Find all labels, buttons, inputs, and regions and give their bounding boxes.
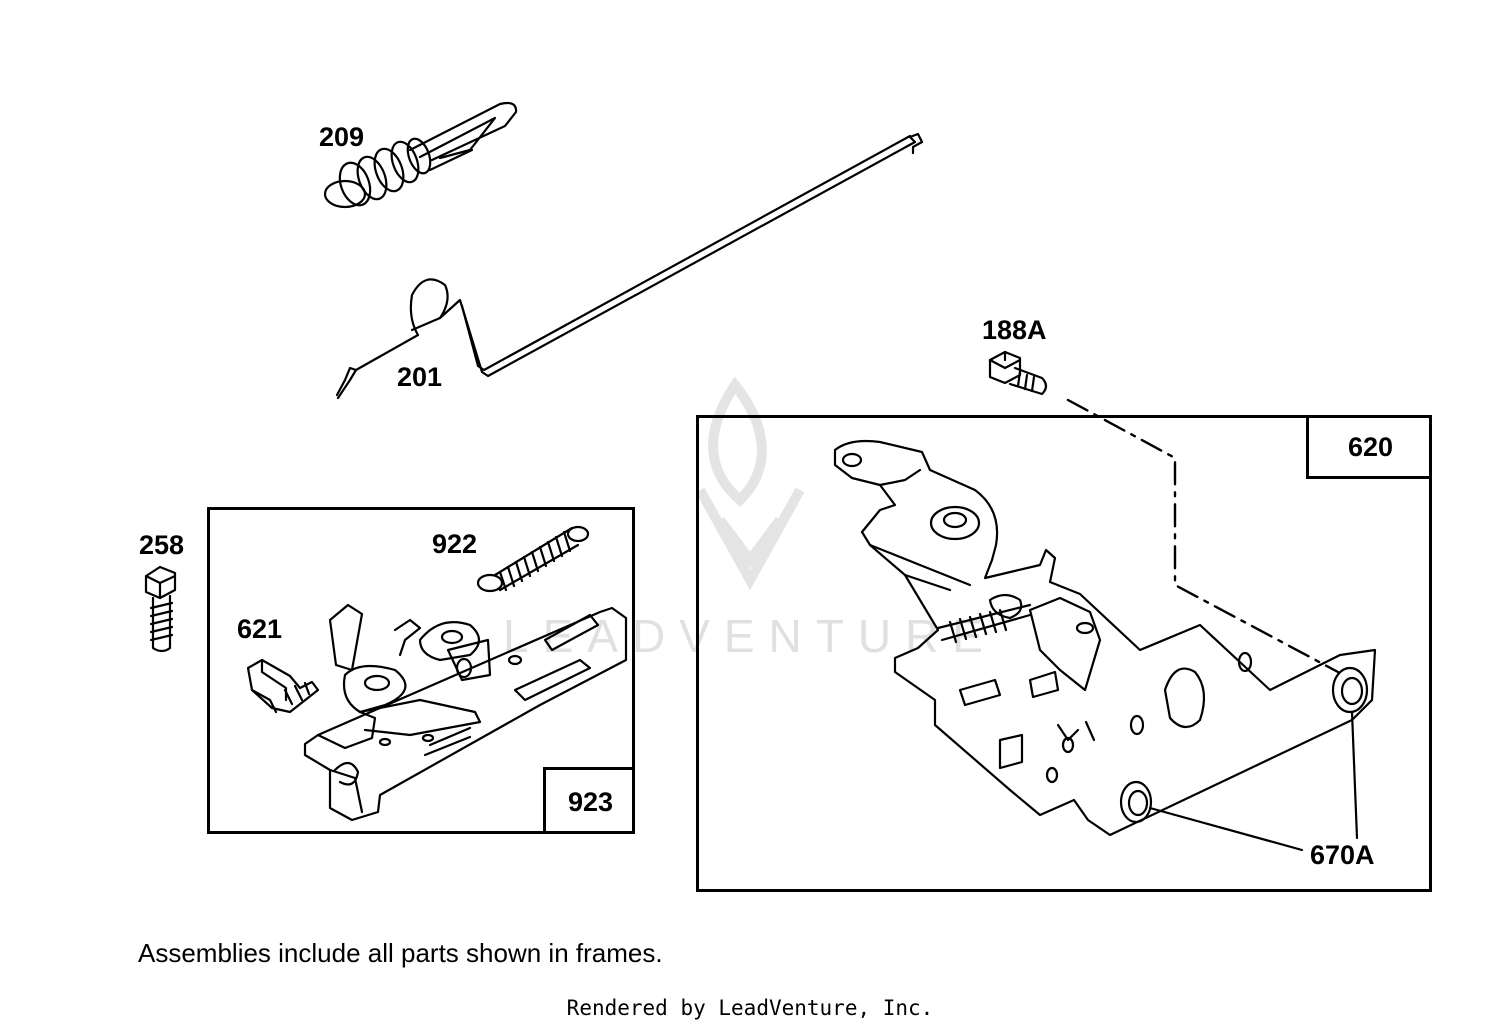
assembly-620-drawing [833, 439, 1377, 837]
part-621-clamp [246, 658, 320, 714]
leader-670a-1 [1148, 806, 1304, 852]
callout-922: 922 [432, 529, 478, 559]
callout-201: 201 [397, 362, 443, 392]
callout-258: 258 [139, 530, 185, 560]
watermark-logo-icon [695, 376, 805, 591]
part-201-rod [335, 132, 924, 400]
assemblies-footnote: Assemblies include all parts shown in fr… [138, 938, 663, 968]
alignment-line [1066, 398, 1340, 674]
assembly-923-drawing [303, 603, 628, 822]
assembly-620-frame: 620 [696, 415, 1432, 892]
callout-621: 621 [237, 614, 283, 644]
callout-209: 209 [319, 122, 365, 152]
render-credit: Rendered by LeadVenture, Inc. [566, 996, 934, 1020]
part-258-screw [144, 565, 177, 653]
leader-670a-2 [1350, 710, 1359, 840]
part-922-spring [476, 525, 590, 593]
assembly-923-frame: 923 [207, 507, 635, 834]
part-209-spring [323, 101, 518, 209]
assembly-923-tag: 923 [543, 767, 635, 834]
assembly-620-tag: 620 [1306, 418, 1432, 479]
callout-188a: 188A [982, 315, 1047, 345]
callout-670a: 670A [1310, 840, 1375, 870]
part-188a-bolt [988, 350, 1048, 396]
